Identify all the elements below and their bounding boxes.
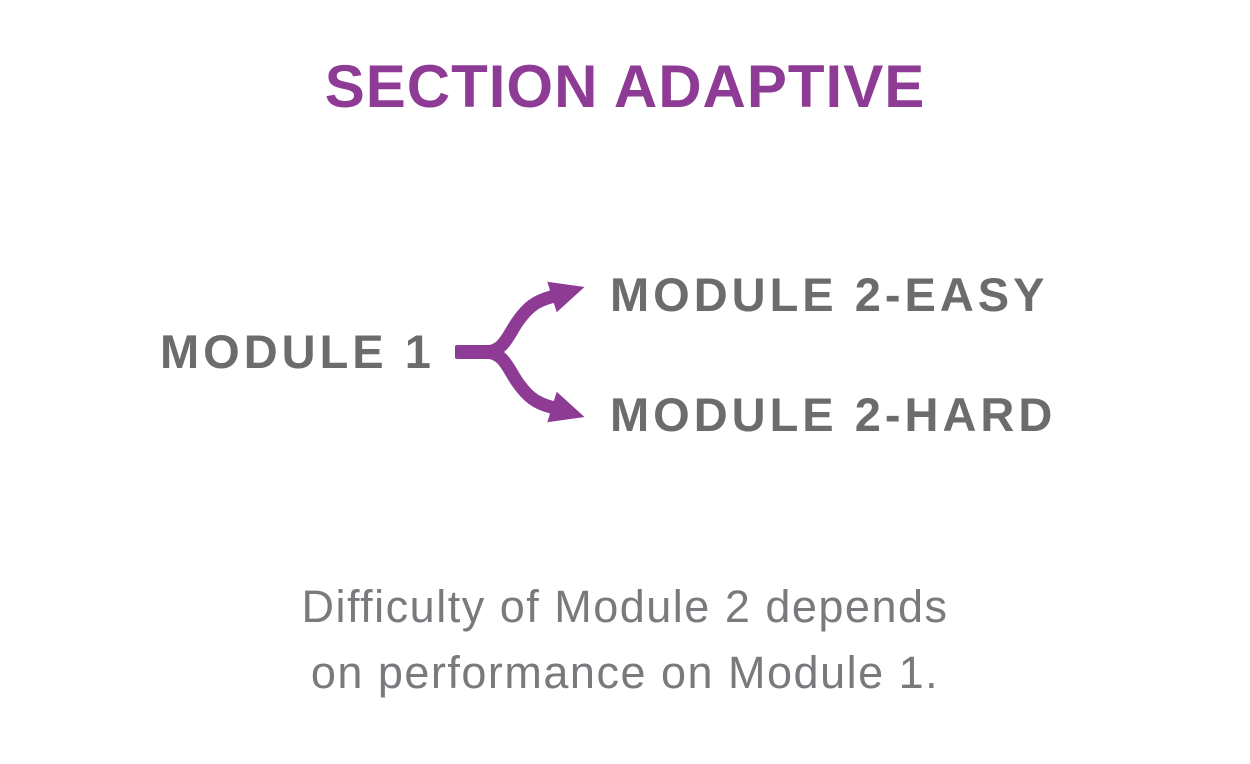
module-1-label: MODULE 1 [160, 325, 435, 378]
caption-line-1: Difficulty of Module 2 depends [301, 581, 949, 632]
caption-line-2: on performance on Module 1. [310, 647, 940, 698]
module-2-easy-label: MODULE 2-EASY [610, 268, 1049, 321]
caption: Difficulty of Module 2 depends on perfor… [0, 574, 1250, 706]
module-2-hard-label: MODULE 2-HARD [610, 388, 1057, 441]
branch-fork-arrow-icon [455, 281, 585, 423]
page-title: SECTION ADAPTIVE [324, 53, 926, 120]
